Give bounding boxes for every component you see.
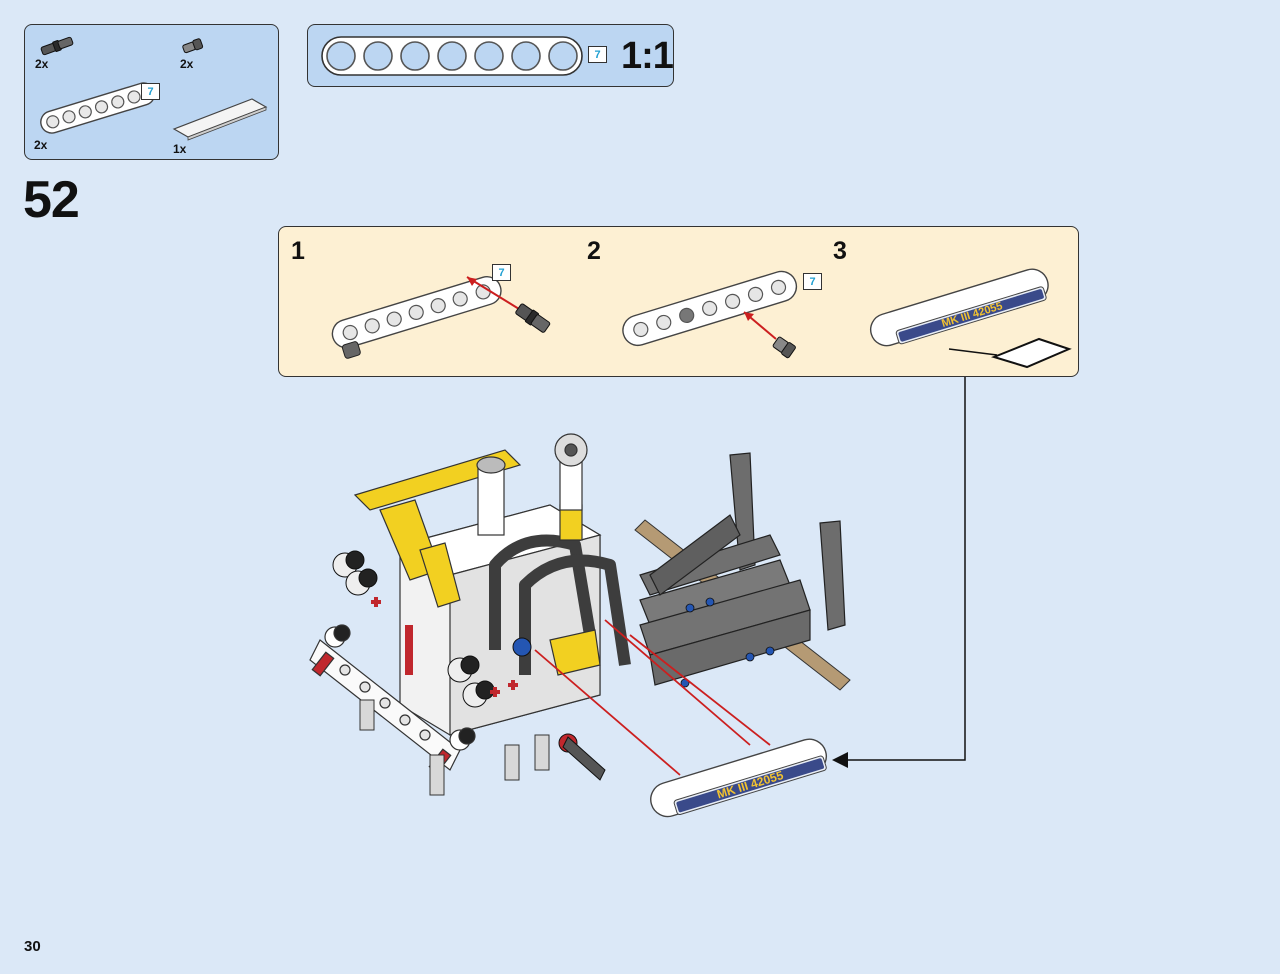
friction-pin-part-icon	[40, 36, 74, 56]
length-indicator: 7	[588, 46, 607, 63]
part-quantity: 2x	[35, 57, 49, 71]
pointer-arrow-icon	[832, 752, 848, 768]
bottom-feet	[359, 699, 550, 796]
substep-1-illustration	[331, 276, 551, 359]
scale-label: 1:1	[621, 35, 674, 77]
length-indicator: 7	[803, 273, 822, 290]
scale-reference-panel: 7 1:1	[307, 24, 674, 87]
colored-pins	[512, 637, 606, 781]
step-number: 52	[23, 171, 80, 229]
part-quantity: 2x	[180, 57, 194, 71]
length-indicator: 7	[141, 83, 160, 100]
scale-liftarm	[321, 36, 583, 76]
main-assembly-illustration	[309, 433, 851, 796]
gear-axle	[476, 433, 588, 536]
substep-number: 2	[587, 237, 601, 265]
dark-frames	[489, 534, 631, 675]
stickered-liftarm: MK III 42055	[650, 738, 827, 818]
short-pin-part-icon	[182, 38, 204, 54]
assembly-arrows	[534, 619, 771, 776]
sticker-part-icon	[172, 98, 268, 141]
substep-number: 3	[833, 237, 847, 265]
part-quantity: 1x	[173, 142, 187, 156]
page-number: 30	[24, 938, 41, 955]
substep-panel: 1 7 2	[278, 226, 1079, 377]
white-liftarm-part-icon	[40, 82, 156, 134]
left-bushings	[332, 550, 495, 708]
part-quantity: 2x	[34, 138, 48, 152]
substep-3-illustration: MK III 42055	[869, 268, 1072, 369]
substep-2-illustration	[622, 270, 798, 359]
length-indicator: 7	[492, 264, 511, 281]
parts-callout-panel: 2x 2x 7 2x 1x	[24, 24, 279, 160]
red-details	[371, 597, 518, 697]
substep-number: 1	[291, 237, 305, 265]
grey-frame	[639, 452, 846, 686]
